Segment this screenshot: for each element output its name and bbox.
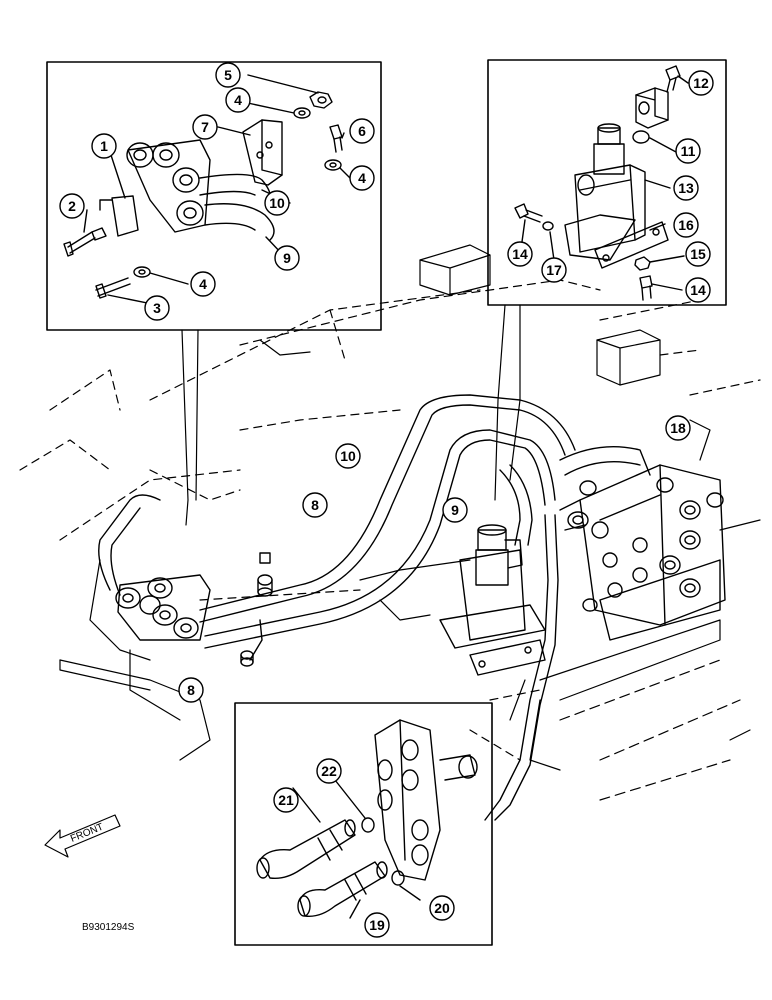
callout-3: 3 [144, 295, 170, 321]
front-arrow-icon [44, 814, 121, 858]
svg-text:19: 19 [369, 917, 385, 933]
svg-text:2: 2 [68, 198, 76, 214]
callout-8: 8 [178, 677, 204, 703]
svg-text:18: 18 [670, 420, 686, 436]
callout-22: 22 [316, 758, 342, 784]
document-id: B9301294S [82, 922, 135, 933]
callout-14: 14 [685, 277, 711, 303]
hose-lines [98, 394, 651, 821]
svg-text:20: 20 [434, 900, 450, 916]
svg-text:9: 9 [451, 502, 459, 518]
svg-text:16: 16 [678, 217, 694, 233]
svg-text:4: 4 [358, 170, 366, 186]
svg-text:6: 6 [358, 123, 366, 139]
svg-text:11: 11 [681, 143, 696, 159]
svg-text:9: 9 [283, 250, 291, 266]
front-label: FRONT [69, 822, 105, 845]
callout-1: 1 [91, 133, 117, 159]
callout-4: 4 [349, 165, 375, 191]
svg-text:7: 7 [201, 119, 209, 135]
callout-12: 12 [688, 70, 714, 96]
callout-5: 5 [215, 62, 241, 88]
callout-4: 4 [225, 87, 251, 113]
inset-frame-top-left [46, 61, 382, 331]
callout-19: 19 [364, 912, 390, 938]
svg-text:22: 22 [321, 763, 337, 779]
svg-text:4: 4 [234, 92, 242, 108]
callout-11: 11 [675, 138, 701, 164]
svg-text:10: 10 [340, 448, 356, 464]
callout-17: 17 [541, 257, 567, 283]
callout-2: 2 [59, 193, 85, 219]
inset-bottom [234, 702, 493, 946]
svg-text:14: 14 [690, 282, 706, 298]
callout-9: 9 [274, 245, 300, 271]
inset-frame-bottom [234, 702, 493, 946]
svg-text:5: 5 [224, 67, 232, 83]
callout-21: 21 [273, 787, 299, 813]
callout-16: 16 [673, 212, 699, 238]
svg-text:12: 12 [693, 75, 709, 91]
callout-9: 9 [442, 497, 468, 523]
svg-text:8: 8 [311, 497, 319, 513]
svg-text:3: 3 [153, 300, 161, 316]
callout-10: 10 [335, 443, 361, 469]
svg-text:17: 17 [546, 262, 562, 278]
callout-14: 14 [507, 241, 533, 267]
control-valve-block [559, 464, 726, 641]
callout-7: 7 [192, 114, 218, 140]
inset-frame-top-right [487, 59, 727, 306]
callout-10: 10 [264, 190, 290, 216]
fitting-cluster [115, 552, 273, 667]
svg-text:10: 10 [269, 195, 285, 211]
callout-13: 13 [673, 175, 699, 201]
pilot-valve-main [439, 524, 546, 676]
svg-text:15: 15 [690, 246, 706, 262]
svg-text:13: 13 [678, 180, 694, 196]
svg-text:21: 21 [278, 792, 294, 808]
svg-text:8: 8 [187, 682, 195, 698]
callout-15: 15 [685, 241, 711, 267]
svg-text:1: 1 [100, 138, 108, 154]
callout-8: 8 [302, 492, 328, 518]
inset-top-right [487, 59, 727, 306]
svg-text:14: 14 [512, 246, 528, 262]
callout-6: 6 [349, 118, 375, 144]
inset-leader-lines [181, 304, 526, 721]
svg-text:4: 4 [199, 276, 207, 292]
machine-frame-outline [19, 244, 761, 801]
callout-4: 4 [190, 271, 216, 297]
callout-18: 18 [665, 415, 691, 441]
callout-20: 20 [429, 895, 455, 921]
